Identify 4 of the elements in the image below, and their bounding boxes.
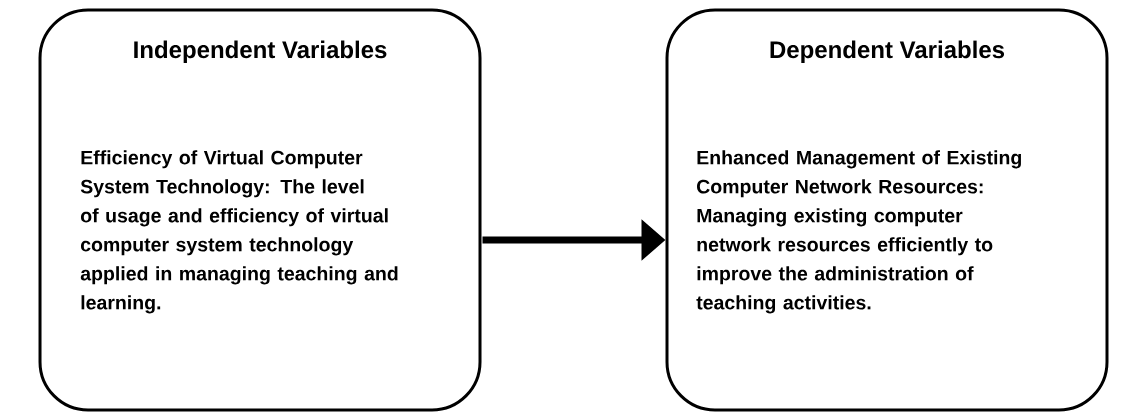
heading: Dependent Variables: [770, 40, 1005, 63]
body-text: Efficiency of Virtual Computer System Technology: The level of usage and efficiency of virtual computer system technology applied in managing teaching and learning.: [80, 150, 398, 314]
body-text: Enhanced Management of Existing Computer Network Resources: Managing existing computer network resources efficiently to improve the administration of teaching activities.: [696, 150, 1021, 314]
heading: Independent Variables: [134, 40, 387, 63]
